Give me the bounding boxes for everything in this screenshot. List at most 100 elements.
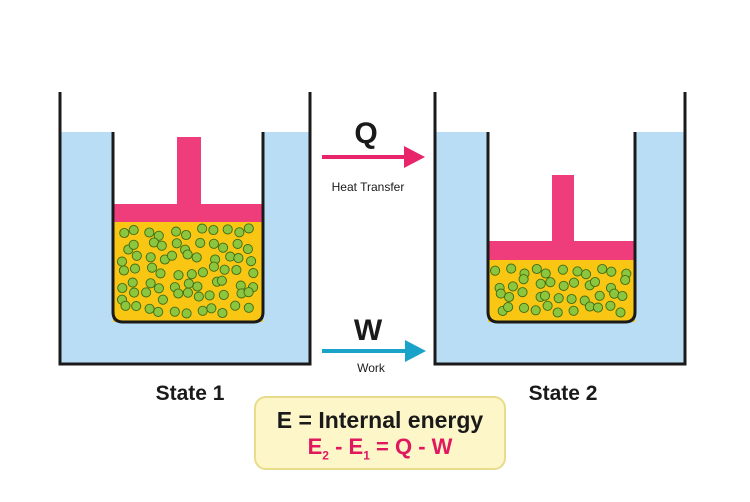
gas-molecule [589, 276, 601, 288]
gas-molecule [197, 223, 208, 234]
state-1-gas-molecules [116, 223, 259, 319]
gas-molecule [131, 250, 142, 261]
gas-molecule [230, 300, 241, 311]
gas-molecule [218, 242, 229, 253]
gas-molecule [572, 266, 583, 277]
gas-molecule [248, 268, 259, 279]
gas-molecule [620, 274, 631, 286]
gas-molecule [552, 307, 563, 318]
work-symbol: W [354, 314, 383, 347]
gas-molecule [222, 224, 233, 235]
equation-title: E = Internal energy [276, 407, 484, 433]
gas-molecule [183, 278, 194, 289]
gas-molecule [557, 264, 568, 275]
gas-molecule [171, 226, 182, 237]
gas-molecule [197, 305, 208, 316]
gas-molecule [225, 251, 236, 262]
gas-molecule [580, 269, 592, 280]
state-1-outer-container [58, 92, 312, 366]
state-2-inner-cylinder [486, 132, 637, 324]
gas-molecule [153, 283, 164, 294]
gas-molecule [166, 250, 178, 261]
gas-molecule [535, 278, 546, 289]
gas-molecule [246, 256, 257, 267]
state-2-outer-container [433, 92, 687, 366]
gas-molecule [153, 230, 164, 241]
gas-molecule [530, 305, 541, 316]
work-arrow: W Work [322, 314, 426, 375]
gas-molecule [539, 290, 551, 301]
work-label: Work [357, 361, 386, 375]
equation-box: E = Internal energy E2 - E1 = Q - W [254, 396, 506, 470]
state-1-piston-rod [177, 137, 201, 204]
gas-molecule [605, 300, 616, 311]
gas-molecule [507, 281, 518, 292]
gas-molecule [182, 249, 193, 260]
equation-rhs: = Q - W [369, 434, 453, 459]
heat-symbol: Q [354, 117, 377, 150]
gas-molecule [116, 256, 128, 267]
gas-molecule [206, 303, 217, 314]
state-2-gas-molecules [490, 263, 632, 318]
gas-molecule [181, 229, 192, 241]
state-2-piston-rod [552, 175, 574, 241]
gas-molecule [192, 281, 203, 292]
gas-molecule [128, 239, 139, 250]
gas-molecule [173, 288, 184, 299]
gas-molecule [242, 244, 253, 255]
gas-molecule [504, 291, 515, 303]
gas-molecule [566, 293, 577, 305]
gas-molecule [495, 288, 506, 299]
gas-molecule [171, 238, 182, 249]
e1-symbol: E [348, 434, 364, 459]
gas-molecule [233, 253, 244, 264]
heat-arrow-icon [322, 146, 425, 168]
gas-molecule [568, 305, 579, 316]
e1-subscript: 1 [363, 448, 370, 463]
gas-molecule [234, 227, 245, 238]
minus-operator: - [328, 434, 349, 459]
gas-molecule [117, 282, 128, 294]
gas-molecule [517, 287, 528, 298]
gas-molecule [193, 291, 204, 302]
gas-molecule [553, 293, 564, 304]
gas-molecule [208, 261, 219, 272]
heat-label: Heat Transfer [332, 180, 405, 194]
gas-molecule [606, 266, 617, 277]
gas-molecule [243, 302, 254, 313]
gas-molecule [173, 270, 184, 281]
gas-molecule [592, 302, 604, 313]
gas-molecule [156, 240, 167, 251]
gas-molecule [197, 267, 208, 278]
gas-molecule [217, 307, 228, 319]
gas-molecule [141, 287, 152, 298]
e2-subscript: 2 [322, 448, 329, 463]
gas-molecule [153, 306, 164, 317]
gas-molecule [218, 289, 229, 300]
gas-molecule [120, 300, 131, 311]
state-2-piston-plate [488, 241, 635, 260]
gas-molecule [155, 268, 166, 279]
gas-molecule [119, 227, 130, 239]
gas-molecule [518, 302, 530, 313]
gas-molecule [181, 308, 192, 319]
gas-molecule [144, 227, 155, 238]
e2-symbol: E [307, 434, 323, 459]
gas-molecule [145, 252, 156, 263]
gas-molecule [232, 238, 243, 249]
gas-molecule [490, 265, 501, 276]
gas-molecule [146, 262, 158, 273]
gas-molecule [131, 301, 142, 312]
state-2-label: State 2 [529, 382, 598, 405]
gas-molecule [542, 300, 553, 311]
gas-molecule [518, 274, 529, 285]
gas-molecule [615, 307, 626, 318]
gas-molecule [208, 224, 219, 236]
gas-molecule [540, 268, 551, 279]
gas-molecule [204, 290, 215, 301]
gas-molecule [191, 252, 202, 263]
state-1-piston-plate [113, 204, 263, 222]
gas-molecule [216, 275, 227, 286]
gas-molecule [506, 263, 517, 274]
gas-molecule [144, 303, 155, 314]
